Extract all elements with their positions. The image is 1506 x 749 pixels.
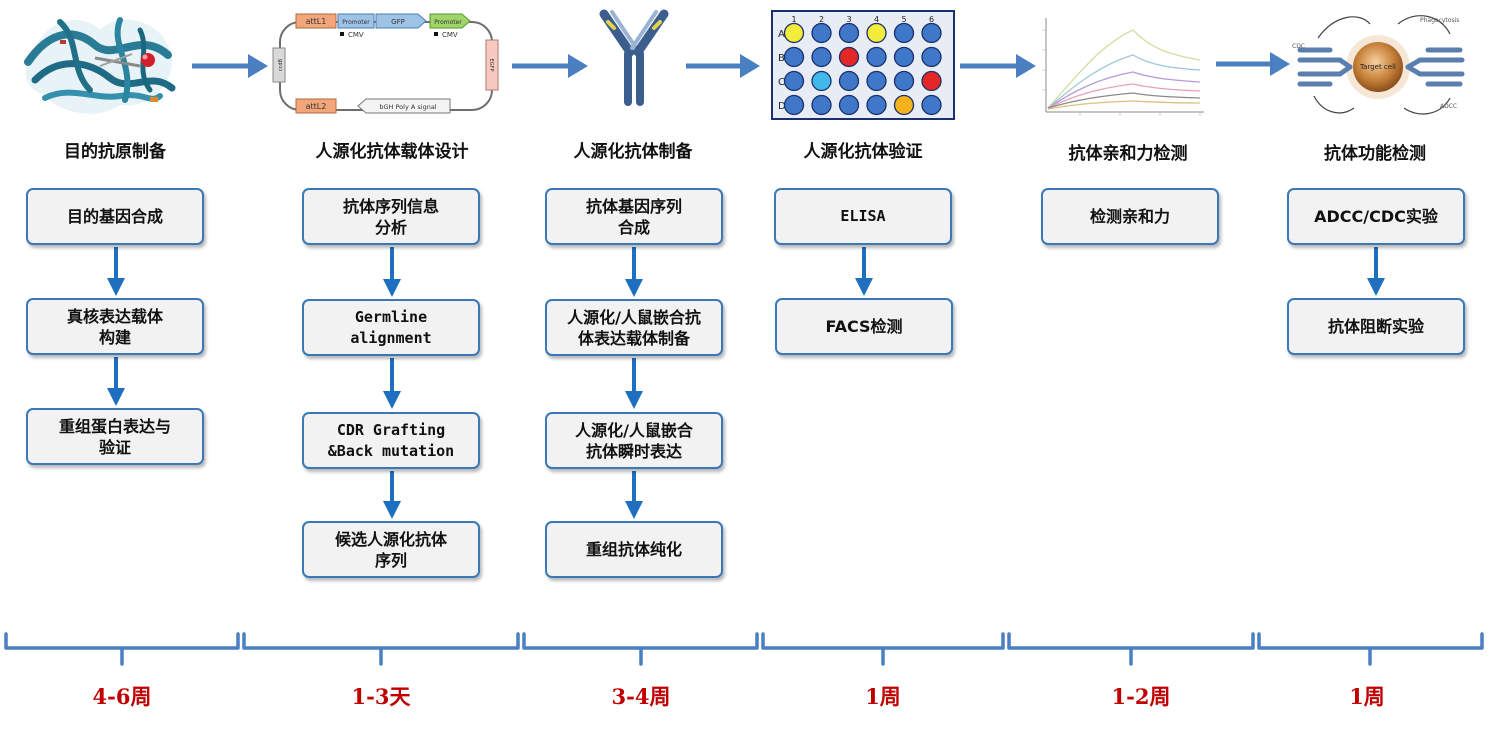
elisa-well (921, 94, 942, 116)
plasmid-label-cmv-2: CMV (442, 31, 458, 39)
duration-stage-3: 3-4周 (611, 684, 671, 709)
plasmid-label-bgh: bGH Poly A signal (379, 103, 436, 111)
antibody-image (599, 9, 669, 106)
adcc-cdc-image: Target cell Phagocytosis CDC ADCC (1292, 15, 1465, 115)
adcc-label-adcc: ADCC (1440, 103, 1457, 110)
elisa-plate-image: 1 2 3 4 5 6A B C D (771, 10, 955, 120)
stage-title-function: 抗体功能检测 (1324, 144, 1426, 164)
step-box-affinity-test: 检测亲和力 (1041, 188, 1219, 245)
step-box-antibody-gene-synthesis: 抗体基因序列 合成 (545, 188, 723, 245)
elisa-col-label: 2 (819, 15, 824, 24)
timeline-segment-5 (1007, 632, 1255, 666)
plasmid-map-image: attL1 Promoter GFP Promoter CMV CMV attL… (272, 13, 499, 114)
plasmid-label-promoter-2: Promoter (434, 19, 462, 26)
plasmid-label-gfp: GFP (391, 18, 405, 26)
elisa-well (811, 94, 832, 116)
elisa-col-label: 4 (874, 15, 879, 24)
elisa-well (783, 22, 805, 44)
timeline-segment-3 (522, 632, 759, 666)
elisa-col-label: 1 (791, 15, 796, 24)
step-box-transient-expression: 人源化/人鼠嵌合 抗体瞬时表达 (545, 412, 723, 469)
elisa-well (783, 70, 805, 92)
stage-arrow-5 (1216, 52, 1290, 76)
duration-stage-5: 1-2周 (1111, 684, 1171, 709)
elisa-well (866, 22, 887, 44)
step-box-germline-alignment: Germline alignment (302, 299, 480, 356)
stage-arrow-1 (192, 54, 268, 78)
duration-stage-6: 1周 (1349, 684, 1385, 709)
elisa-well (866, 70, 887, 92)
adcc-label-cdc: CDC (1292, 43, 1305, 50)
step-box-vector-construction: 真核表达载体 构建 (26, 298, 204, 355)
elisa-well (811, 70, 832, 92)
elisa-well (921, 22, 942, 44)
step-box-adcc-cdc: ADCC/CDC实验 (1287, 188, 1465, 245)
elisa-well (838, 46, 860, 68)
stage-arrow-3 (686, 54, 760, 78)
elisa-well (893, 94, 915, 116)
elisa-well (838, 70, 860, 92)
step-box-elisa: ELISA (774, 188, 952, 245)
elisa-col-label: 6 (929, 15, 934, 24)
plasmid-label-cmv-1: CMV (348, 31, 364, 39)
elisa-row-label: A (778, 29, 785, 40)
stage-title-vector-design: 人源化抗体载体设计 (315, 142, 469, 162)
plasmid-label-ccdb: ccdB (278, 58, 284, 71)
elisa-well (866, 46, 887, 68)
stage-title-antibody-prep: 人源化抗体制备 (573, 142, 693, 162)
elisa-col-label: 3 (846, 15, 851, 24)
timeline-segment-2 (242, 632, 520, 666)
stage-arrow-4 (960, 54, 1036, 78)
protein-structure-image (24, 17, 176, 114)
elisa-well (921, 70, 942, 92)
elisa-well (811, 22, 832, 44)
duration-stage-2: 1-3天 (351, 684, 411, 709)
elisa-well (838, 22, 860, 44)
step-box-expression-vector-prep: 人源化/人鼠嵌合抗 体表达载体制备 (545, 299, 723, 356)
elisa-well (893, 46, 915, 68)
elisa-row-label: D (778, 101, 786, 112)
step-box-gene-synthesis: 目的基因合成 (26, 188, 204, 245)
stage-title-antigen-prep: 目的抗原制备 (64, 142, 166, 162)
step-box-facs: FACS检测 (775, 298, 953, 355)
stage-arrow-2 (512, 54, 588, 78)
elisa-well (866, 94, 887, 116)
adcc-label-phagocytosis: Phagocytosis (1420, 17, 1459, 24)
step-box-protein-expression: 重组蛋白表达与 验证 (26, 408, 204, 465)
elisa-well (783, 46, 805, 68)
elisa-well (811, 46, 832, 68)
plasmid-label-promoter-1: Promoter (342, 19, 370, 26)
timeline-segment-4 (761, 632, 1005, 666)
step-box-sequence-analysis: 抗体序列信息 分析 (302, 188, 480, 245)
elisa-well (893, 70, 915, 92)
plasmid-label-attl1: attL1 (306, 17, 327, 26)
duration-stage-1: 4-6周 (92, 684, 152, 709)
elisa-row-label: C (778, 77, 785, 88)
plasmid-label-attl2: attL2 (306, 102, 327, 111)
elisa-well (893, 22, 915, 44)
stage-title-validation: 人源化抗体验证 (803, 142, 923, 162)
stage-title-affinity: 抗体亲和力检测 (1068, 144, 1188, 164)
step-box-antibody-purification: 重组抗体纯化 (545, 521, 723, 578)
step-box-candidate-sequence: 候选人源化抗体 序列 (302, 521, 480, 578)
step-connector-arrows (107, 247, 1385, 519)
elisa-col-label: 5 (901, 15, 906, 24)
duration-stage-4: 1周 (865, 684, 901, 709)
elisa-well (921, 46, 942, 68)
timeline-segment-6 (1257, 632, 1484, 666)
elisa-row-label: B (778, 53, 785, 64)
elisa-well (838, 94, 860, 116)
adcc-label-target-cell: Target cell (1359, 63, 1396, 71)
step-box-cdr-grafting: CDR Grafting &Back mutation (302, 412, 480, 469)
stage-connector-arrows (192, 52, 1290, 78)
step-box-blocking-assay: 抗体阻断实验 (1287, 298, 1465, 355)
affinity-curve-image (1042, 18, 1204, 116)
timeline-segment-1 (4, 632, 240, 666)
timeline (4, 632, 1484, 666)
plasmid-label-egfp: EGFP (488, 59, 494, 72)
elisa-well (783, 94, 805, 116)
